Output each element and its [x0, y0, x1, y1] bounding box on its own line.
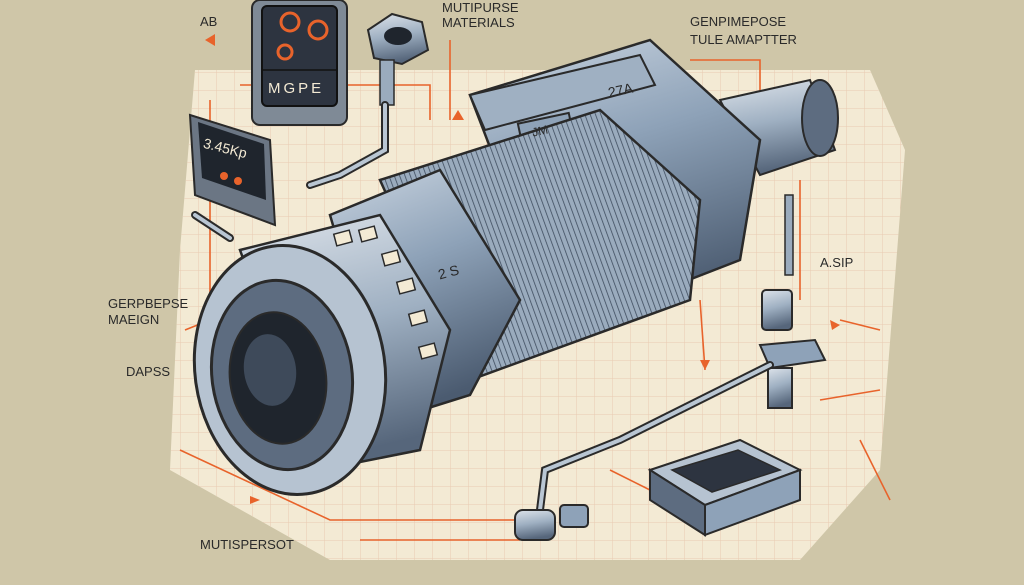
valve-assembly	[514, 194, 827, 541]
label-mutispersot: MUTISPERSOT	[200, 537, 294, 552]
control-panel	[251, 0, 348, 126]
label-materials: MATERIALS	[442, 15, 515, 30]
tube-adapter-body	[192, 38, 839, 496]
label-top-left: AB	[200, 14, 218, 29]
readout-box	[188, 113, 277, 227]
hex-nut-fitting	[306, 12, 430, 189]
label-gerpbepse: GERPBEPSE	[108, 296, 189, 311]
label-asip: A.SIP	[820, 255, 854, 270]
label-multipurpose: MUTIPURSE	[442, 0, 519, 15]
label-tube-adapter: TULE AMAPTTER	[690, 32, 797, 47]
label-dapss: DAPSS	[126, 364, 171, 379]
panel-text: MGPE	[268, 80, 325, 97]
arrow-markers	[205, 34, 840, 504]
label-maeign: MAEIGN	[108, 312, 160, 327]
square-fitting	[647, 438, 803, 537]
label-genpimepose: GENPIMEPOSE	[690, 14, 787, 29]
small-connector	[191, 211, 234, 242]
